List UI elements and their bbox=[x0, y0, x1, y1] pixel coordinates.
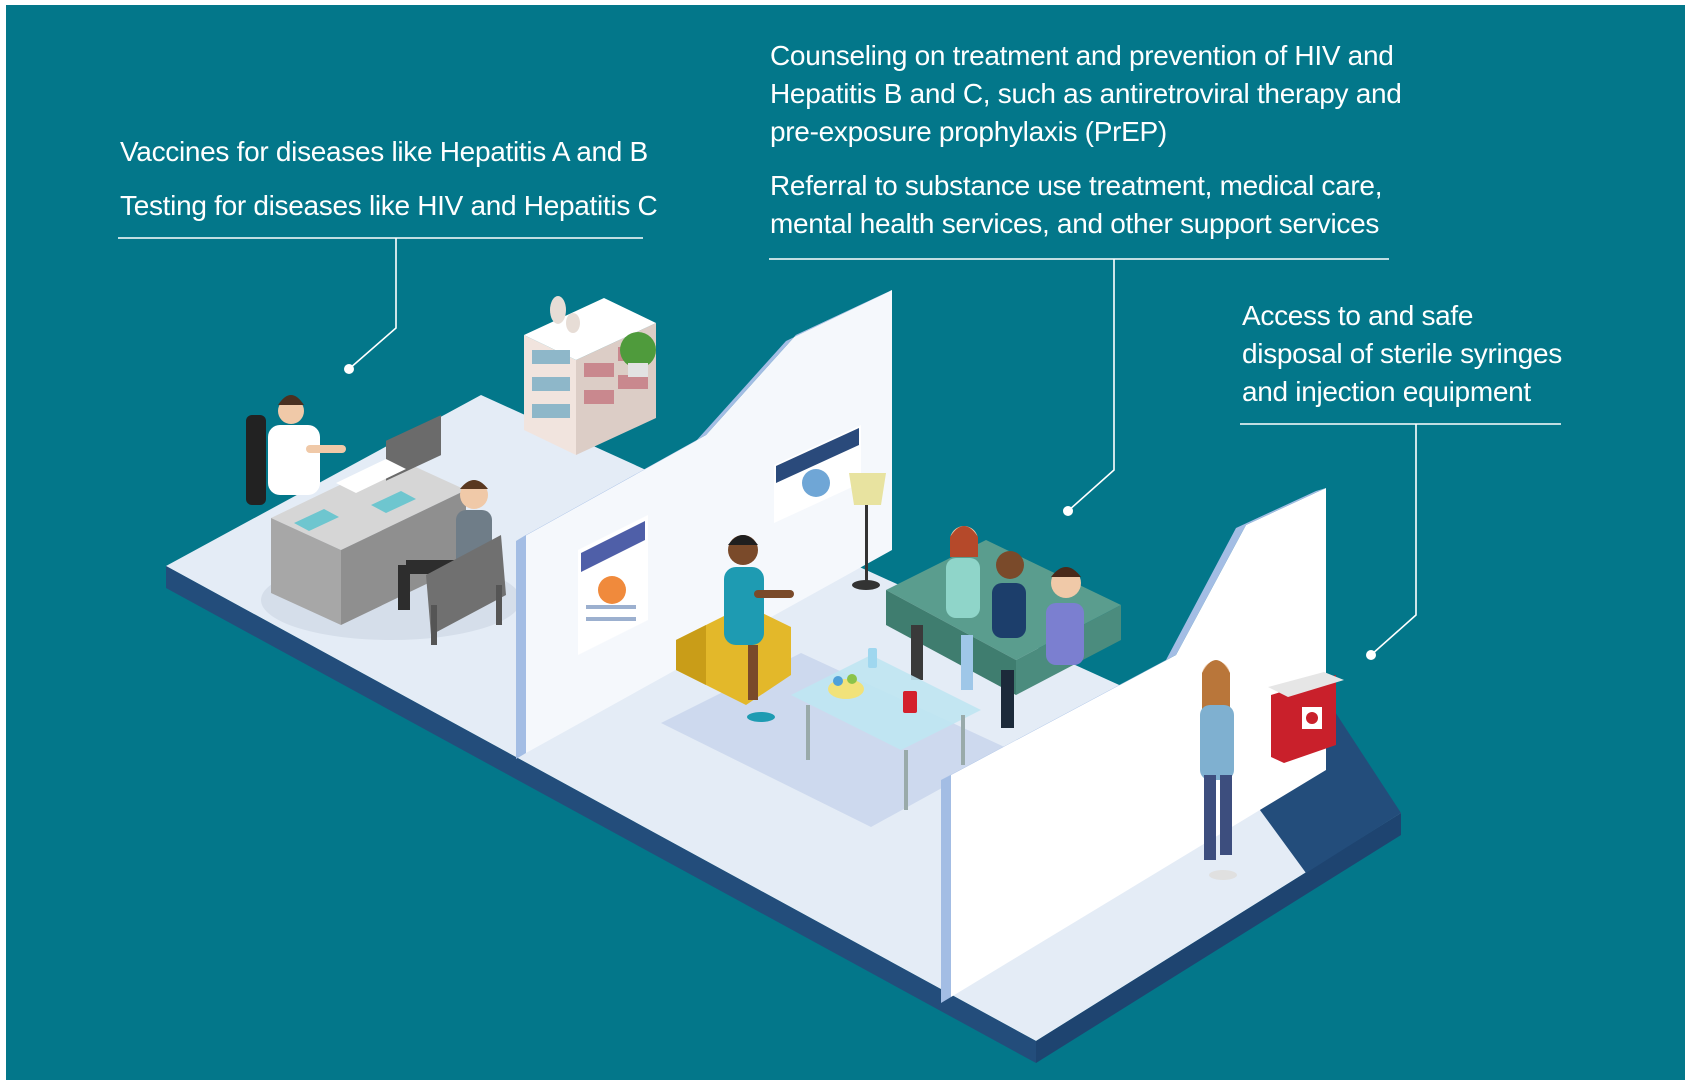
callout-syringe-services: Access to and safe disposal of sterile s… bbox=[1242, 297, 1562, 411]
sofa-person-1 bbox=[911, 526, 980, 680]
doctor-figure bbox=[246, 395, 346, 505]
callout-referral-line-2: mental health services, and other suppor… bbox=[770, 208, 1380, 239]
callout-counseling-line-2: Hepatitis B and C, such as antiretrovira… bbox=[770, 78, 1402, 109]
callout-vaccines-text: Vaccines for diseases like Hepatitis A a… bbox=[120, 136, 648, 167]
bookshelf bbox=[524, 296, 656, 455]
right-wall bbox=[941, 488, 1326, 1003]
sharps-container bbox=[1268, 672, 1344, 763]
callout-syringes-line-1: Access to and safe bbox=[1242, 300, 1474, 331]
wall-poster-left bbox=[578, 515, 648, 655]
coffee-table bbox=[791, 648, 981, 810]
visitor-figure bbox=[1200, 660, 1237, 880]
counselor-figure bbox=[724, 535, 794, 722]
callout-syringes-line-3: and injection equipment bbox=[1242, 376, 1531, 407]
floor-lamp bbox=[849, 473, 886, 590]
callout-counseling-line-3: pre-exposure prophylaxis (PrEP) bbox=[770, 116, 1167, 147]
callout-testing-text: Testing for diseases like HIV and Hepati… bbox=[120, 190, 658, 221]
sofa-person-3 bbox=[1001, 567, 1084, 728]
callout-clinic-services: Vaccines for diseases like Hepatitis A a… bbox=[120, 133, 658, 225]
clinic-desk bbox=[271, 415, 466, 625]
wall-poster-right bbox=[774, 425, 861, 523]
callout-referral-line-1: Referral to substance use treatment, med… bbox=[770, 170, 1383, 201]
callout-counseling-line-1: Counseling on treatment and prevention o… bbox=[770, 40, 1394, 71]
callout-syringes-line-2: disposal of sterile syringes bbox=[1242, 338, 1562, 369]
partition-wall bbox=[516, 290, 892, 759]
patient-figure bbox=[398, 480, 506, 645]
sofa-person-2 bbox=[961, 551, 1026, 690]
callout-connectors bbox=[118, 237, 1561, 656]
infographic-canvas: Vaccines for diseases like Hepatitis A a… bbox=[6, 5, 1685, 1080]
callout-counseling-services: Counseling on treatment and prevention o… bbox=[770, 37, 1402, 243]
syringe-services-program-illustration bbox=[118, 237, 1561, 1063]
callout-markers bbox=[344, 364, 1376, 660]
